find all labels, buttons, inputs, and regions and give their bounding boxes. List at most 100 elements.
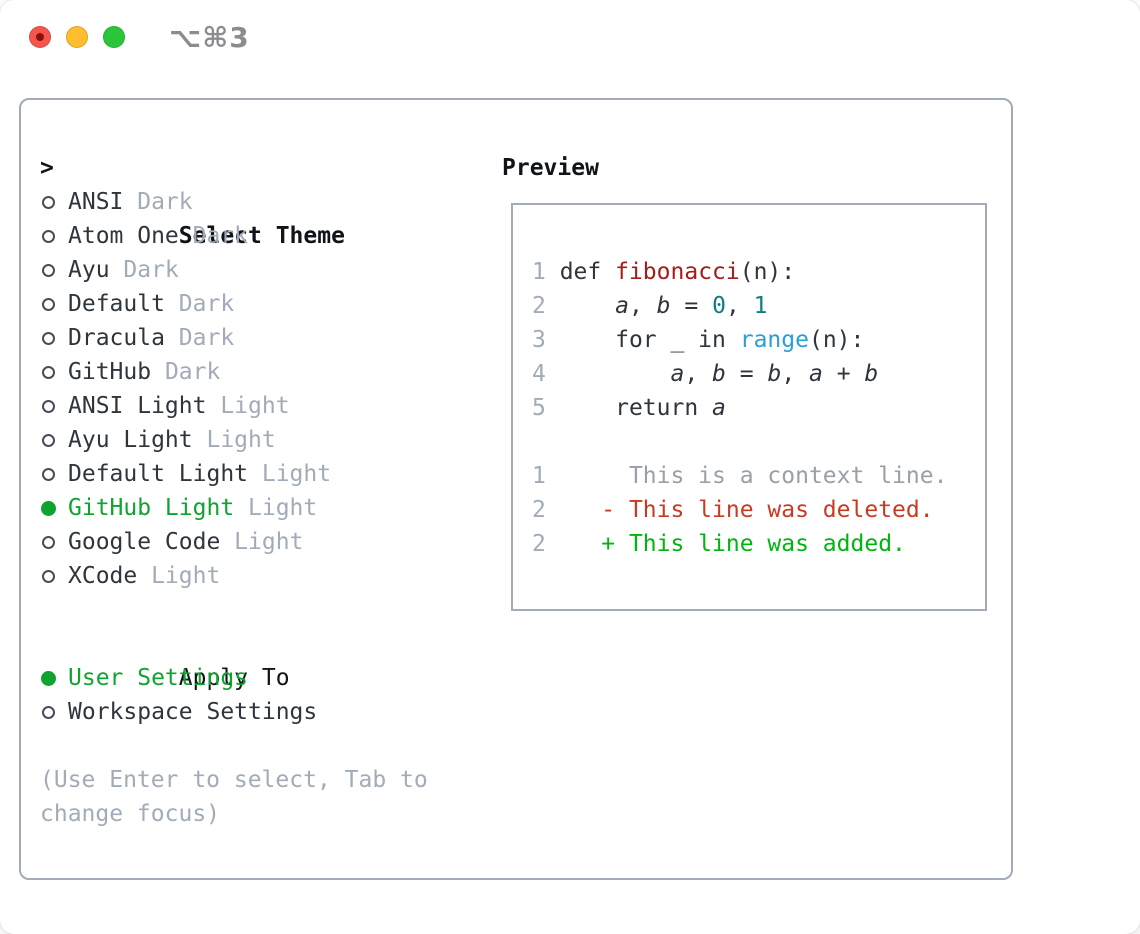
close-button[interactable] [29,26,51,48]
code-token: = [725,361,768,387]
theme-variant: Light [248,461,332,487]
zoom-button[interactable] [103,26,125,48]
code-token: b [712,361,726,387]
apply-to-label: Apply To [178,665,290,691]
theme-option-atom-one[interactable]: Atom One Dark [40,219,428,253]
code-token: for _ in [545,327,740,353]
radio-selected-icon [41,500,56,516]
line-number: 3 [532,327,546,353]
window-shortcut: ⌥⌘3 [169,20,250,54]
line-number: 5 [532,395,546,421]
radio-icon [42,331,55,345]
code-line: 4 a, b = b, a + b [532,357,985,391]
theme-variant: Dark [178,223,249,249]
theme-option-xcode[interactable]: XCode Light [40,559,428,593]
code-token [546,293,615,319]
code-token: a [615,293,629,319]
code-token: + This line was added. [545,531,906,557]
theme-variant: Light [192,427,276,453]
theme-option-github[interactable]: GitHub Dark [40,355,428,389]
theme-name: Atom One [68,223,179,249]
theme-variant: Dark [109,257,179,283]
code-preview: 1 def fibonacci(n): 2 a, b = 0, 1 3 for _ … [513,205,985,561]
code-token: return [545,395,713,421]
code-token: a [670,361,685,387]
theme-option-dracula[interactable]: Dracula Dark [40,321,428,355]
theme-name: Default [68,291,165,317]
theme-variant: Light [234,495,318,521]
code-token: - This line was deleted. [545,497,934,523]
diff-line: 2 + This line was added. [532,527,985,561]
radio-icon [42,263,55,277]
code-line: 5 return a [532,391,985,425]
select-theme-header: > Select Theme [40,151,428,249]
code-token: , [781,361,810,387]
code-line: 3 for _ in range(n): [532,323,985,357]
radio-icon [42,195,55,209]
code-token: a [809,361,823,387]
theme-variant: Dark [164,291,235,317]
prompt-icon: > [40,155,54,181]
theme-name: Google Code [68,529,221,555]
select-theme-title: Select Theme [178,223,345,249]
theme-variant: Light [137,563,221,589]
theme-name: ANSI Light [68,393,207,419]
code-token: def [545,259,616,285]
theme-option-google-code[interactable]: Google Code Light [40,525,428,559]
theme-name: Ayu Light [68,427,193,453]
theme-option-ayu[interactable]: Ayu Dark [40,253,428,287]
code-token: , [725,293,754,319]
theme-option-ansi-light[interactable]: ANSI Light Light [40,389,428,423]
code-token: This is a context line. [545,463,948,489]
unsaved-dot-icon [36,33,44,41]
hint-text-line-1: (Use Enter to select, Tab to [40,767,428,793]
blank-line [532,425,985,459]
line-number: 1 [532,259,546,285]
code-token: 0 [712,293,726,319]
radio-icon [42,467,55,481]
code-token: b [656,293,671,319]
radio-selected-icon [41,670,56,686]
preview-box: 1 def fibonacci(n): 2 a, b = 0, 1 3 for _ … [511,203,987,611]
diff-line: 2 - This line was deleted. [532,493,985,527]
theme-name: XCode [68,563,138,589]
theme-variant: Light [206,393,290,419]
code-token: b [767,361,782,387]
diff-line: 1 This is a context line. [532,459,985,493]
theme-option-ayu-light[interactable]: Ayu Light Light [40,423,428,457]
code-token: , [684,361,713,387]
line-number: 2 [532,497,546,523]
apply-option-user-settings[interactable]: User Settings [40,661,428,695]
minimize-button[interactable] [66,26,88,48]
preview-title: Preview [502,155,599,181]
code-token: , [628,293,657,319]
theme-option-ansi[interactable]: ANSI Dark [40,185,428,219]
theme-name: Dracula [68,325,165,351]
apply-option-label: User Settings [68,665,249,691]
radio-icon [42,705,55,719]
theme-name: Default Light [68,461,249,487]
line-number: 4 [532,361,546,387]
theme-option-default-light[interactable]: Default Light Light [40,457,428,491]
hint-text-line-2: change focus) [40,801,221,827]
radio-icon [42,229,55,243]
code-token: (n): [739,259,796,285]
code-token: 1 [753,293,768,319]
apply-option-label: Workspace Settings [68,699,318,725]
radio-icon [42,297,55,311]
theme-option-github-light[interactable]: GitHub Light Light [40,491,428,525]
radio-icon [42,399,55,413]
code-line: 1 def fibonacci(n): [532,255,985,289]
titlebar: ⌥⌘3 [0,0,1140,74]
line-number: 2 [532,293,546,319]
theme-name: GitHub [68,359,152,385]
apply-option-workspace-settings[interactable]: Workspace Settings [40,695,428,729]
theme-variant: Light [220,529,304,555]
theme-name: Ayu [68,257,110,283]
theme-option-default[interactable]: Default Dark [40,287,428,321]
code-token: + [822,361,865,387]
